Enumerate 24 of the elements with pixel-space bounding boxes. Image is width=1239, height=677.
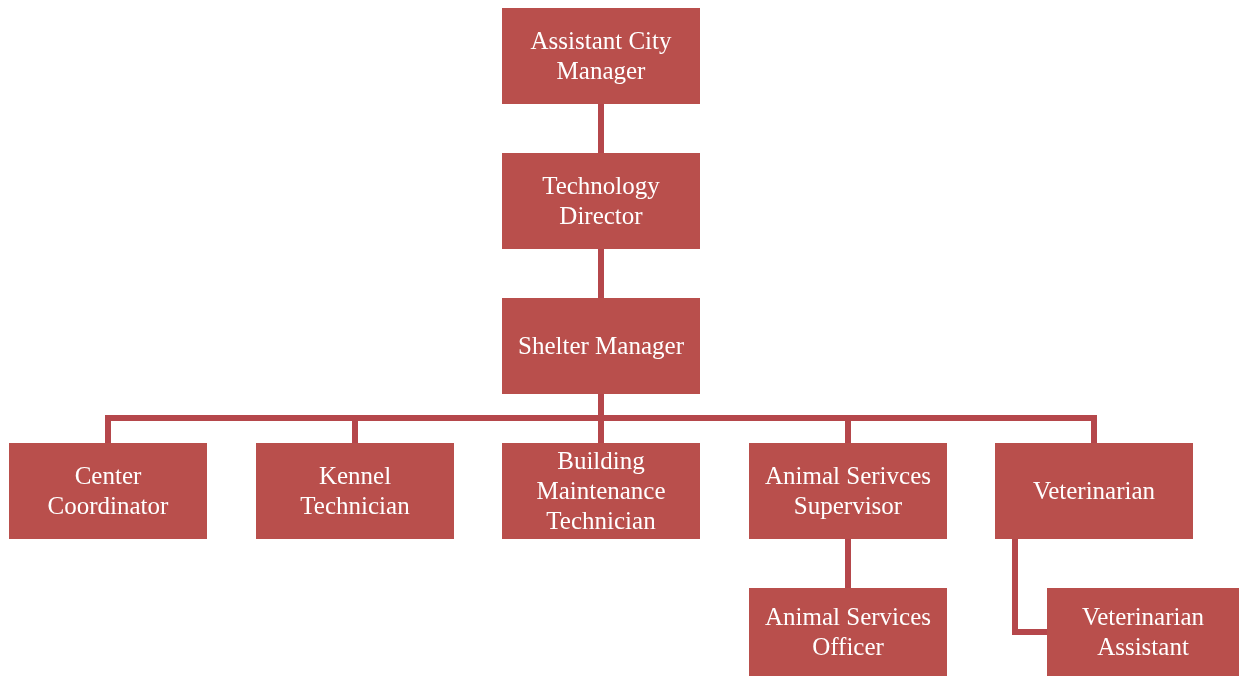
org-box bbox=[502, 443, 700, 539]
org-box bbox=[502, 8, 700, 104]
org-box bbox=[9, 443, 207, 539]
role-title: Animal Serivces Supervisor bbox=[764, 461, 932, 521]
connector-line bbox=[598, 249, 604, 298]
role-title: Center Coordinator bbox=[46, 461, 170, 521]
org-box bbox=[256, 443, 454, 539]
connector-line bbox=[1012, 539, 1047, 635]
org-box bbox=[749, 588, 947, 676]
connector-line bbox=[845, 539, 851, 588]
org-box bbox=[995, 443, 1193, 539]
org-box bbox=[502, 153, 700, 249]
role-title: Kennel Technician bbox=[299, 461, 411, 521]
role-title: Shelter Manager bbox=[518, 331, 684, 361]
role-title: Technology Director bbox=[541, 171, 661, 231]
connector-line bbox=[598, 104, 604, 153]
role-title: Veterinarian bbox=[1032, 476, 1156, 506]
org-box bbox=[1047, 588, 1239, 676]
role-title: Assistant City Manager bbox=[529, 26, 673, 86]
role-title: Animal Services Officer bbox=[764, 602, 932, 662]
org-box bbox=[502, 298, 700, 394]
role-title: Building Maintenance Technician bbox=[535, 446, 667, 536]
role-title: Veterinarian Assistant bbox=[1080, 602, 1206, 662]
org-box bbox=[749, 443, 947, 539]
